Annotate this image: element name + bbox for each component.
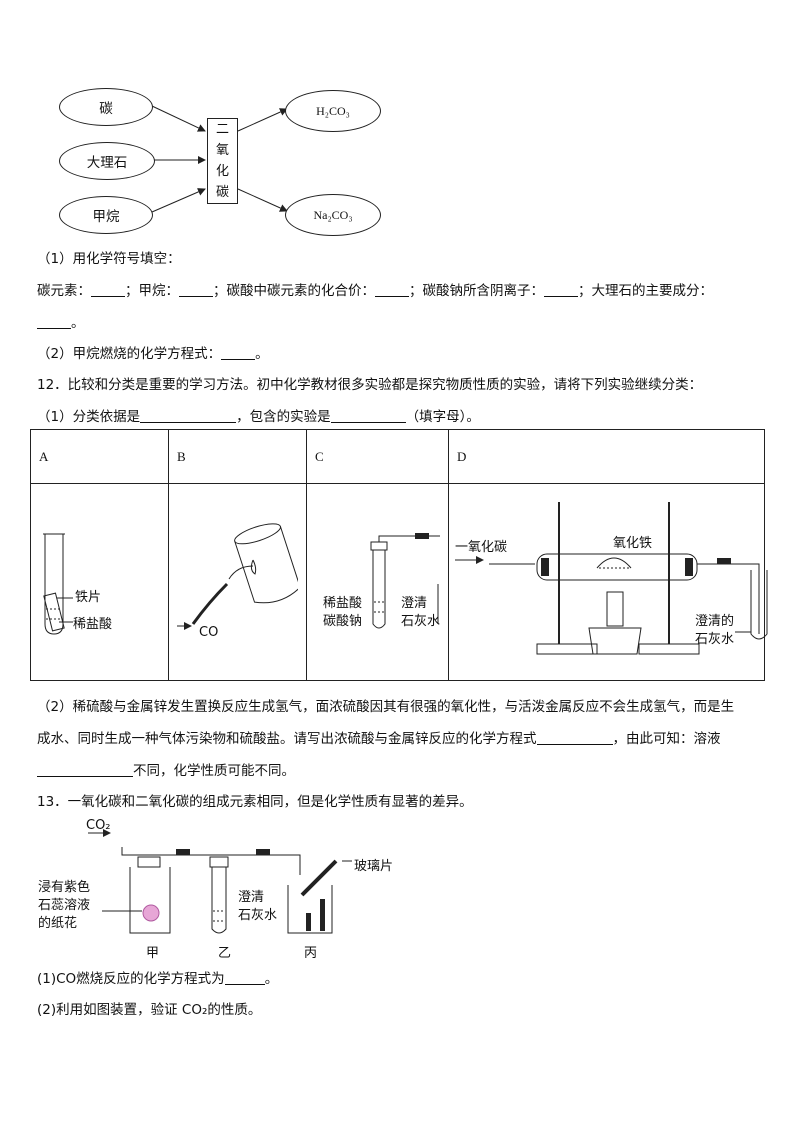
- q12-part1: （1）分类依据是 ，包含的实验是 （填字母）。: [37, 408, 480, 426]
- answer-blank[interactable]: [37, 314, 71, 329]
- q12-label: （1）分类依据是: [37, 409, 141, 425]
- q12-label: ，由此可知：溶液: [612, 731, 721, 747]
- q13-intro: 13．一氧化碳和二氧化碳的组成元素相同，但是化学性质有显著的差异。: [37, 794, 473, 810]
- q13-label: (1)CO燃烧反应的化学方程式为: [37, 971, 225, 987]
- q12-label: ，包含的实验是: [236, 409, 331, 425]
- answer-blank[interactable]: [536, 730, 613, 745]
- flow-arrows: [151, 105, 288, 213]
- answer-blank[interactable]: [91, 282, 125, 297]
- co2-char: 碳: [215, 185, 229, 200]
- co2-apparatus-drawing: [88, 829, 352, 934]
- label-iron-oxide: 氧化铁: [613, 536, 653, 551]
- experiment-table: A B C D 铁片 稀盐酸: [30, 429, 768, 681]
- label-limewater: 石灰水: [401, 614, 441, 629]
- q11-label: ；大理石的主要成分：: [578, 283, 713, 299]
- label-iron-plate: 铁片: [75, 590, 102, 605]
- label-glass-plate: 玻璃片: [354, 859, 394, 874]
- co2-char: 化: [215, 164, 229, 179]
- answer-blank[interactable]: [375, 282, 409, 297]
- header-c: C: [306, 429, 449, 484]
- q11-part1-line: 碳元素： ；甲烷： ；碳酸中碳元素的化合价： ；碳酸钠所含阴离子： ；大理石的主要成分：: [37, 282, 713, 300]
- answer-blank[interactable]: [544, 282, 578, 297]
- label-dilute-hcl: 稀盐酸: [73, 617, 113, 632]
- label-flower-3: 的纸花: [38, 916, 78, 931]
- label-co: CO: [199, 625, 219, 640]
- label-bing: 丙: [304, 946, 318, 961]
- answer-blank[interactable]: [221, 345, 256, 360]
- experiment-a-cell: 铁片 稀盐酸: [30, 483, 169, 681]
- label-clear-13: 澄清: [238, 890, 265, 905]
- header-a: A: [30, 429, 169, 484]
- co2-box: 二 氧 化 碳: [207, 118, 238, 204]
- label-sodium-carbonate: 碳酸钠: [323, 614, 363, 629]
- label-jia: 甲: [146, 946, 160, 961]
- q12-part2-line2: 成水、同时生成一种气体污染物和硫酸盐。请写出浓硫酸与金属锌反应的化学方程式 ，由此…: [37, 730, 721, 748]
- q11-label: （2）甲烷燃烧的化学方程式：: [37, 346, 222, 362]
- co2-char: 二: [215, 122, 229, 137]
- q13-label: 。: [264, 971, 279, 987]
- table-header-row: A B C D: [30, 429, 765, 484]
- table-image-row: 铁片 稀盐酸 CO: [30, 483, 768, 681]
- oval-na2co3: Na₂CO₃: [285, 194, 381, 236]
- label-limewater-13: 石灰水: [238, 908, 278, 923]
- q12-label: 成水、同时生成一种气体污染物和硫酸盐。请写出浓硫酸与金属锌反应的化学方程式: [37, 731, 537, 747]
- co2-char: 氧: [215, 143, 229, 158]
- label-clear: 澄清: [401, 596, 428, 611]
- answer-blank[interactable]: [224, 970, 265, 985]
- experiment-b-cell: CO: [168, 483, 307, 681]
- q12-intro: 12．比较和分类是重要的学习方法。初中化学教材很多实验都是探究物质性质的实验，请…: [37, 377, 703, 393]
- co-combustion-figure: [177, 523, 298, 630]
- label-clear-d: 澄清的: [695, 614, 735, 629]
- q13-part1: (1)CO燃烧反应的化学方程式为 。: [37, 970, 278, 988]
- oval-marble: 大理石: [59, 142, 155, 180]
- label-flower-2: 石蕊溶液: [38, 898, 91, 913]
- q11-part2: （2）甲烷燃烧的化学方程式： 。: [37, 345, 269, 363]
- q12-part2-line1: （2）稀硫酸与金属锌发生置换反应生成氢气，面浓硫酸因其有很强的氧化性，与活泼金属…: [37, 699, 735, 715]
- q11-label: 。: [71, 315, 85, 331]
- header-d: D: [448, 429, 765, 484]
- q11-label: ；甲烷：: [125, 283, 179, 299]
- q11-part1-line2: 。: [37, 314, 85, 332]
- label-yi: 乙: [218, 946, 232, 961]
- q11-label: ；碳酸中碳元素的化合价：: [213, 283, 375, 299]
- experiment-d-cell: 一氧化碳 氧化铁 澄清的 石灰水: [448, 483, 768, 681]
- answer-blank[interactable]: [140, 408, 237, 423]
- label-co2: CO₂: [86, 818, 111, 833]
- q11-label: 碳元素：: [37, 283, 91, 299]
- answer-blank[interactable]: [330, 408, 406, 423]
- q11-part1-title: （1）用化学符号填空：: [37, 251, 181, 267]
- label-flower-1: 浸有紫色: [38, 880, 91, 895]
- answer-blank[interactable]: [37, 762, 133, 777]
- oval-methane: 甲烷: [59, 196, 153, 234]
- oval-h2co3: H₂CO₃: [285, 90, 381, 132]
- experiment-c-cell: 稀盐酸 碳酸钠 澄清 石灰水: [306, 483, 449, 681]
- q12-label: （填字母）。: [405, 409, 480, 425]
- q12-part2-line3: 不同，化学性质可能不同。: [37, 762, 295, 780]
- q11-label: ；碳酸钠所含阴离子：: [409, 283, 544, 299]
- acid-carbonate-figure: [370, 533, 440, 629]
- q11-label: 。: [255, 346, 269, 362]
- q13-part2: (2)利用如图装置，验证 CO₂的性质。: [37, 1002, 262, 1018]
- label-limewater-d: 石灰水: [695, 632, 735, 647]
- co-reduction-figure: [455, 502, 768, 655]
- oval-carbon: 碳: [59, 88, 153, 126]
- test-tube-iron-figure: [43, 533, 73, 635]
- q12-label: 不同，化学性质可能不同。: [133, 763, 295, 779]
- header-b: B: [168, 429, 307, 484]
- answer-blank[interactable]: [179, 282, 213, 297]
- label-carbon-monoxide: 一氧化碳: [455, 540, 508, 555]
- label-dilute-hcl-c: 稀盐酸: [323, 596, 363, 611]
